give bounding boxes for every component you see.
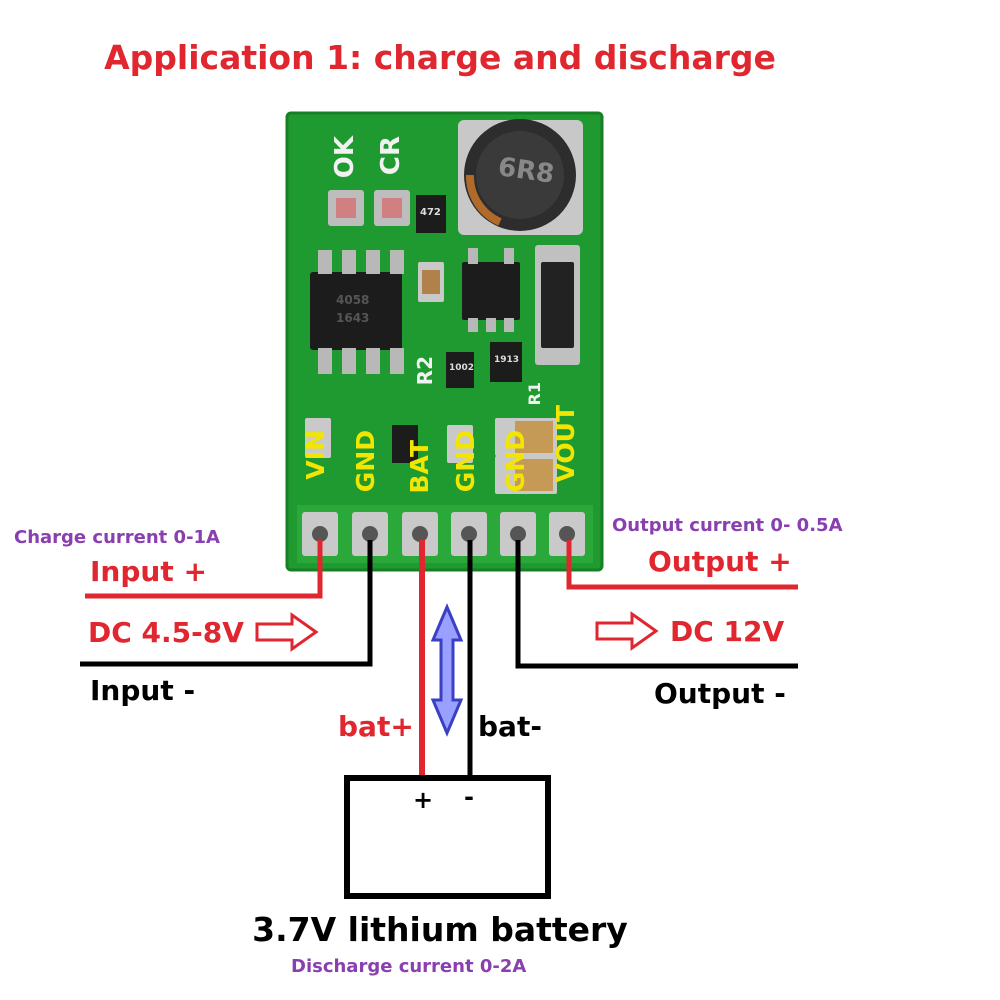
bat-minus-label: bat- — [478, 710, 542, 743]
inductor-marking: 6R8 — [496, 152, 557, 190]
pin-label-gnd-2: GND — [451, 430, 480, 493]
input-plus-label: Input + — [90, 555, 207, 588]
silk-ok: OK — [330, 136, 360, 179]
pin-label-vin: VIN — [301, 430, 330, 480]
pin-header-strip — [297, 505, 593, 563]
wire-input-plus — [85, 540, 323, 599]
pin-label-gnd-3: GND — [501, 430, 530, 493]
pin-pads — [302, 512, 585, 556]
output-plus-label: Output + — [648, 545, 792, 578]
ic-chip-left — [310, 250, 404, 374]
resistor-marking-1: 472 — [420, 207, 441, 218]
bidirectional-arrow — [430, 603, 464, 737]
resistor-marking-3: 1913 — [494, 355, 520, 365]
output-current-label: Output current 0- 0.5A — [612, 515, 843, 536]
led-indicators — [328, 190, 410, 226]
input-voltage-label: DC 4.5-8V — [88, 616, 244, 649]
charge-current-label: Charge current 0-1A — [14, 527, 220, 548]
discharge-current-label: Discharge current 0-2A — [291, 956, 527, 977]
input-minus-label: Input - — [90, 674, 196, 707]
wire-input-minus — [80, 540, 373, 667]
resistors — [305, 195, 522, 463]
wire-output-plus — [566, 540, 798, 590]
silk-r2: R2 — [413, 356, 437, 386]
silk-cr: CR — [376, 136, 406, 176]
pin-label-bat: BAT — [405, 440, 434, 494]
ic-chip-middle — [462, 248, 520, 332]
output-voltage-label: DC 12V — [670, 615, 785, 648]
capacitor-middle — [418, 262, 444, 302]
diode — [535, 245, 580, 365]
output-minus-label: Output - — [654, 677, 786, 710]
chip-marking-2: 1643 — [336, 311, 370, 325]
silk-r1: R1 — [525, 382, 544, 406]
resistor-marking-2: 1002 — [449, 363, 475, 373]
battery-plus-sign: + — [413, 786, 434, 814]
pin-label-gnd-1: GND — [351, 430, 380, 493]
battery-box — [344, 775, 551, 899]
page-title: Application 1: charge and discharge — [104, 38, 776, 77]
bat-plus-label: bat+ — [338, 710, 414, 743]
chip-marking-1: 4058 — [336, 293, 370, 307]
output-capacitors — [495, 418, 557, 494]
battery-label: 3.7V lithium battery — [252, 910, 628, 949]
wire-output-minus — [515, 540, 798, 669]
input-arrow — [255, 612, 319, 652]
inductor — [458, 119, 583, 235]
pin-label-vout: VOUT — [551, 405, 580, 483]
output-arrow — [595, 611, 659, 651]
battery-minus-sign: - — [464, 783, 474, 811]
